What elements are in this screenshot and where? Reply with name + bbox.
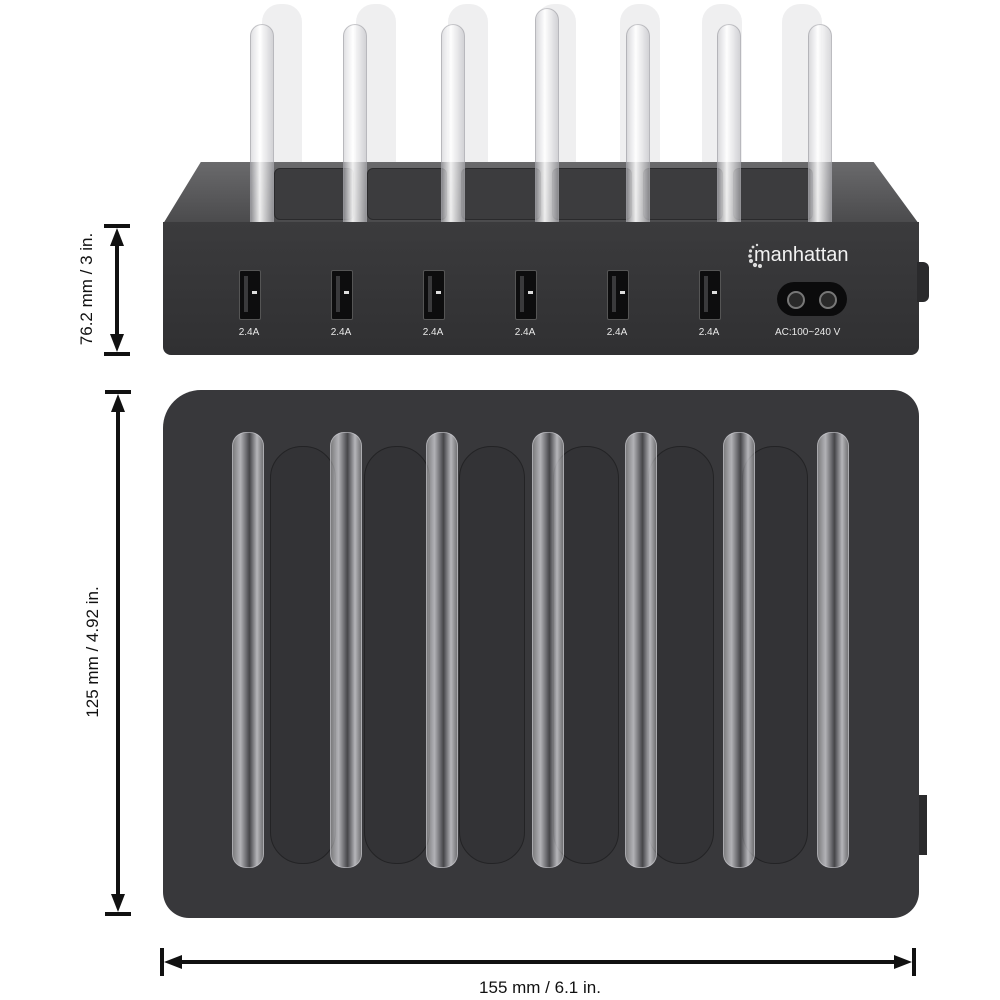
usb-port-label: 2.4A <box>514 327 536 338</box>
charging-slot-pad <box>733 168 813 220</box>
charging-slot <box>459 446 525 864</box>
arrow-up-icon <box>110 228 124 246</box>
dimension-cap <box>104 224 130 228</box>
divider <box>441 24 465 241</box>
depth-dimension <box>103 390 143 916</box>
height-dimension-label: 76.2 mm / 3 in. <box>77 232 96 346</box>
usb-port-label: 2.4A <box>606 327 628 338</box>
divider <box>330 432 362 868</box>
arrow-left-icon <box>164 955 182 969</box>
usb-port <box>607 270 629 320</box>
divider <box>250 24 274 241</box>
width-dimension <box>160 948 920 978</box>
depth-dimension-label: 125 mm / 4.92 in. <box>83 586 102 718</box>
usb-port <box>699 270 721 320</box>
usb-port-label: 2.4A <box>330 327 352 338</box>
charging-slot <box>553 446 619 864</box>
width-dimension-label: 155 mm / 6.1 in. <box>479 978 601 997</box>
usb-port-label: 2.4A <box>238 327 260 338</box>
divider <box>625 432 657 868</box>
dimension-cap <box>104 352 130 356</box>
brand-logo: manhattan <box>754 244 849 266</box>
ac-power-socket-icon <box>777 282 847 316</box>
arrow-down-icon <box>110 334 124 352</box>
charging-slot <box>648 446 714 864</box>
charging-slot-pad <box>367 168 447 220</box>
divider <box>723 432 755 868</box>
arrow-down-icon <box>111 894 125 912</box>
arrow-up-icon <box>111 394 125 412</box>
ac-input-label: AC:100~240 V <box>775 327 841 338</box>
dimension-cap <box>105 390 131 394</box>
usb-port <box>239 270 261 320</box>
charging-slot <box>364 446 430 864</box>
dimension-cap <box>912 948 916 976</box>
charging-slot-pad <box>643 168 723 220</box>
charging-slot-pad <box>274 168 354 220</box>
divider <box>426 432 458 868</box>
divider <box>817 432 849 868</box>
dimension-line <box>116 410 120 896</box>
usb-port-label: 2.4A <box>422 327 444 338</box>
charging-slot <box>270 446 336 864</box>
dimension-cap <box>160 948 164 976</box>
divider <box>535 8 559 225</box>
arrow-right-icon <box>894 955 912 969</box>
charging-slot-pad <box>552 168 632 220</box>
divider <box>343 24 367 241</box>
divider <box>626 24 650 241</box>
divider <box>717 24 741 241</box>
divider <box>808 24 832 241</box>
front-view: 2.4A 2.4A 2.4A 2.4A 2.4A 2.4A manhattan … <box>0 0 1000 370</box>
divider <box>532 432 564 868</box>
dimension-line <box>180 960 896 964</box>
usb-port <box>515 270 537 320</box>
divider <box>232 432 264 868</box>
dimension-cap <box>105 912 131 916</box>
charging-slot-pad <box>461 168 541 220</box>
power-switch <box>917 262 929 302</box>
usb-port-label: 2.4A <box>698 327 720 338</box>
height-dimension <box>100 224 140 356</box>
brand-logo-dots-icon <box>748 243 762 268</box>
dimension-line <box>115 244 119 336</box>
usb-port <box>423 270 445 320</box>
usb-port <box>331 270 353 320</box>
